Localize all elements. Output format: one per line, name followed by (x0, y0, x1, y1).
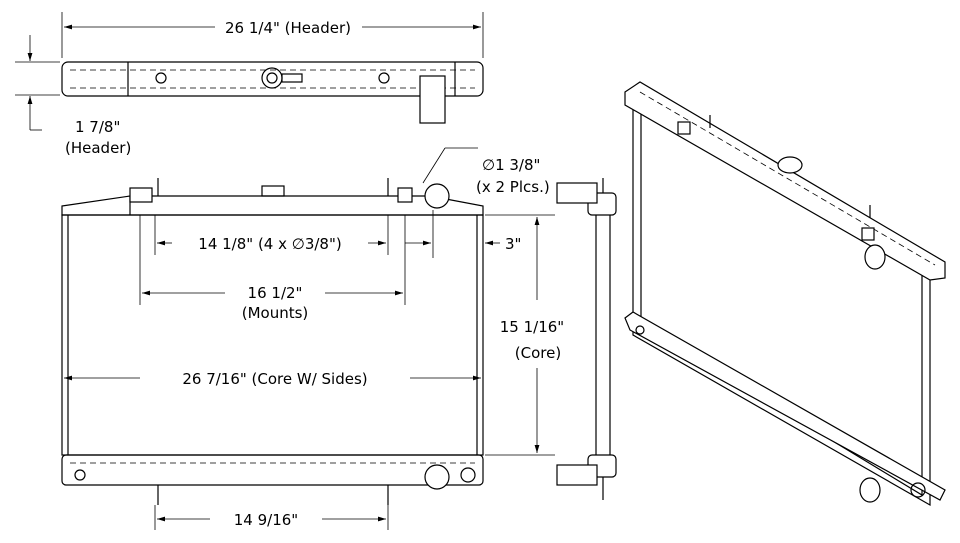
mounts-label: (Mounts) (242, 304, 309, 322)
mounts-value: 16 1/2" (248, 284, 303, 302)
header-width-dimension: 26 1/4" (Header) (225, 19, 351, 37)
core-height-label: (Core) (515, 344, 561, 362)
inlet-diameter-label: (x 2 Plcs.) (476, 178, 550, 196)
inlet-offset-dimension: 3" (505, 235, 521, 253)
core-height-value: 15 1/16" (500, 318, 564, 336)
side-view (556, 178, 617, 500)
top-view-header: 26 1/4" (Header) 1 7/8" (Header) (15, 12, 484, 157)
bottom-mounts-dimension: 14 9/16" (234, 511, 298, 529)
mount-holes-dimension: 14 1/8" (4 x ∅3/8") (198, 235, 341, 253)
front-view (61, 178, 484, 505)
isometric-view (624, 81, 946, 507)
header-height-label: (Header) (65, 139, 131, 157)
header-height-value: 1 7/8" (75, 118, 120, 136)
core-width-dimension: 26 7/16" (Core W/ Sides) (182, 370, 367, 388)
inlet-diameter-value: ∅1 3/8" (482, 156, 540, 174)
front-dimensions: ∅1 3/8" (x 2 Plcs.) 14 1/8" (4 x ∅3/8") … (64, 147, 564, 530)
